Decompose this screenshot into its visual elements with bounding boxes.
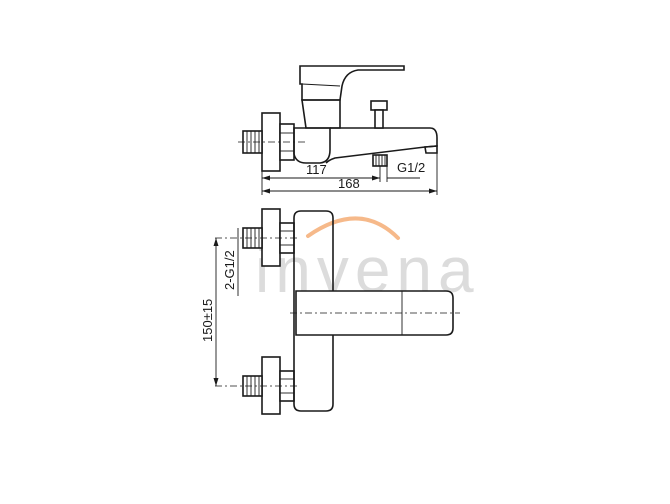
spout-tip [424,145,438,154]
side-view: 117 G1/2 168 [238,65,438,195]
dimension-168-label: 168 [338,176,360,191]
outlet-thread [372,154,388,167]
front-view: 150±15 2-G1/2 [200,208,460,415]
watermark-swoosh [306,216,400,240]
diverter-knob [370,100,388,129]
lever-front [295,290,454,336]
mixer-body [293,127,331,164]
inlet-spacing-label: 150±15 [200,299,215,342]
outlet-thread-label: G1/2 [397,160,425,175]
outlet-thread-dimension: G1/2 [386,160,425,182]
upper-inlet [215,208,300,267]
inlet-thread-label: 2-G1/2 [222,250,237,290]
body-front [293,210,334,412]
dimension-117-label: 117 [306,162,327,177]
lower-inlet [215,356,300,415]
inlet-thread-dimension: 2-G1/2 [222,228,239,296]
dimension-117: 117 [261,162,381,195]
dimension-inlet-spacing: 150±15 [200,238,219,386]
dimension-168: 168 [262,153,438,195]
lever-handle [299,65,405,129]
